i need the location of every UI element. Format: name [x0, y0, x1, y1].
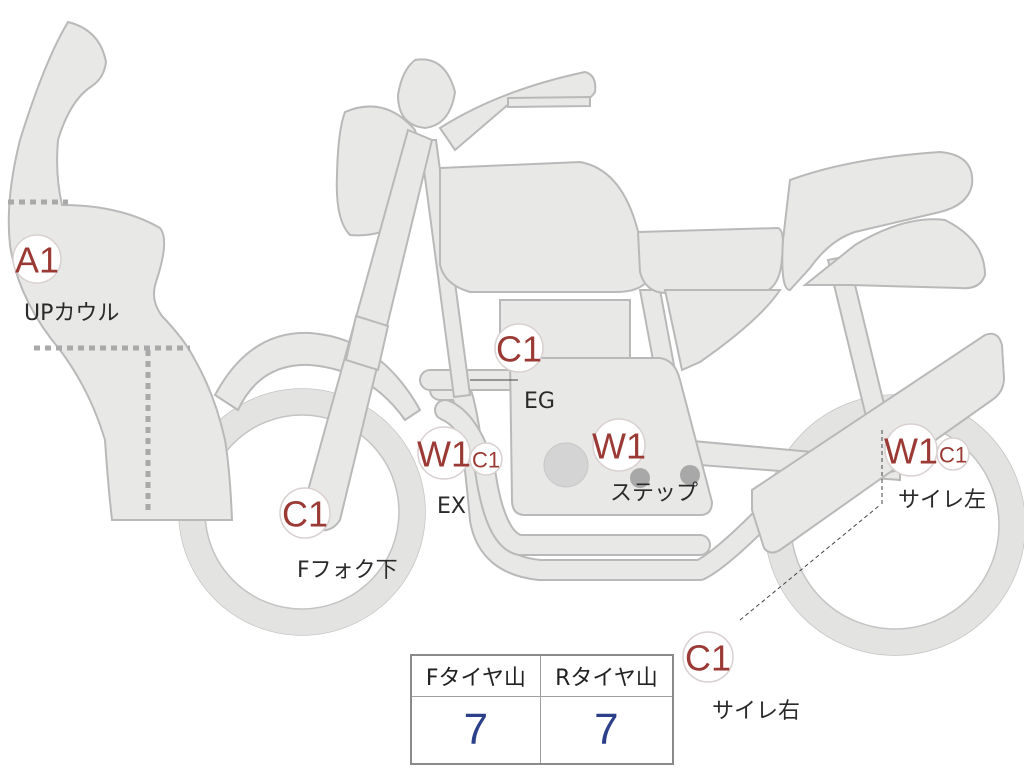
badge-c1-silencer-left: C1 — [936, 437, 970, 471]
upper-cowl — [7, 20, 234, 521]
label-silencer-left: サイレ左 — [898, 488, 986, 513]
svg-text:W1: W1 — [592, 426, 646, 467]
handlebar-riser — [507, 95, 591, 109]
badge-a1-upcowl: A1 — [12, 234, 62, 284]
svg-text:C1: C1 — [496, 329, 542, 370]
svg-text:C1: C1 — [282, 494, 328, 535]
value-front-tire: 7 — [410, 696, 541, 765]
label-eg: EG — [524, 389, 555, 414]
svg-text:W1: W1 — [884, 431, 938, 472]
badge-c1-ffork: C1 — [279, 487, 331, 539]
svg-text:C1: C1 — [685, 638, 731, 679]
tire-tread-table: Fタイヤ山 Rタイヤ山 7 7 — [410, 654, 674, 765]
svg-text:C1: C1 — [939, 443, 967, 468]
tire-table-header-row: Fタイヤ山 Rタイヤ山 — [410, 654, 674, 697]
rear-seat — [781, 150, 974, 292]
meter — [396, 58, 457, 130]
label-upcowl: UPカウル — [24, 301, 119, 326]
badge-c1-ex: C1 — [469, 442, 503, 476]
tail-cowl — [802, 218, 987, 290]
badge-w1-step: W1 — [592, 418, 646, 472]
fork-boot — [344, 314, 390, 372]
step-pegs — [630, 465, 700, 488]
label-ffork: Fフォク下 — [297, 558, 398, 583]
header-rear-tire: Rタイヤ山 — [539, 654, 674, 697]
badge-w1-ex: W1 — [417, 426, 471, 480]
label-ex: EX — [437, 494, 466, 519]
badge-w1-silencer-left: W1 — [884, 423, 938, 477]
seat — [636, 226, 784, 294]
value-rear-tire: 7 — [539, 696, 674, 765]
handlebar — [438, 70, 597, 152]
header-front-tire: Fタイヤ山 — [410, 654, 541, 697]
silencer — [751, 332, 1006, 554]
svg-text:C1: C1 — [472, 448, 500, 473]
svg-text:A1: A1 — [15, 240, 59, 281]
tire-table-value-row: 7 7 — [410, 696, 674, 765]
fuel-tank — [439, 160, 650, 293]
badge-c1-silencer-right: C1 — [682, 631, 734, 683]
label-step: ステップ — [610, 481, 698, 506]
badge-c1-eg: C1 — [494, 323, 544, 373]
side-cover — [663, 289, 782, 372]
label-silencer-right: サイレ右 — [712, 699, 800, 724]
cowl-seams — [8, 199, 190, 515]
leader-silencer-right — [739, 504, 881, 621]
svg-text:W1: W1 — [417, 434, 471, 475]
